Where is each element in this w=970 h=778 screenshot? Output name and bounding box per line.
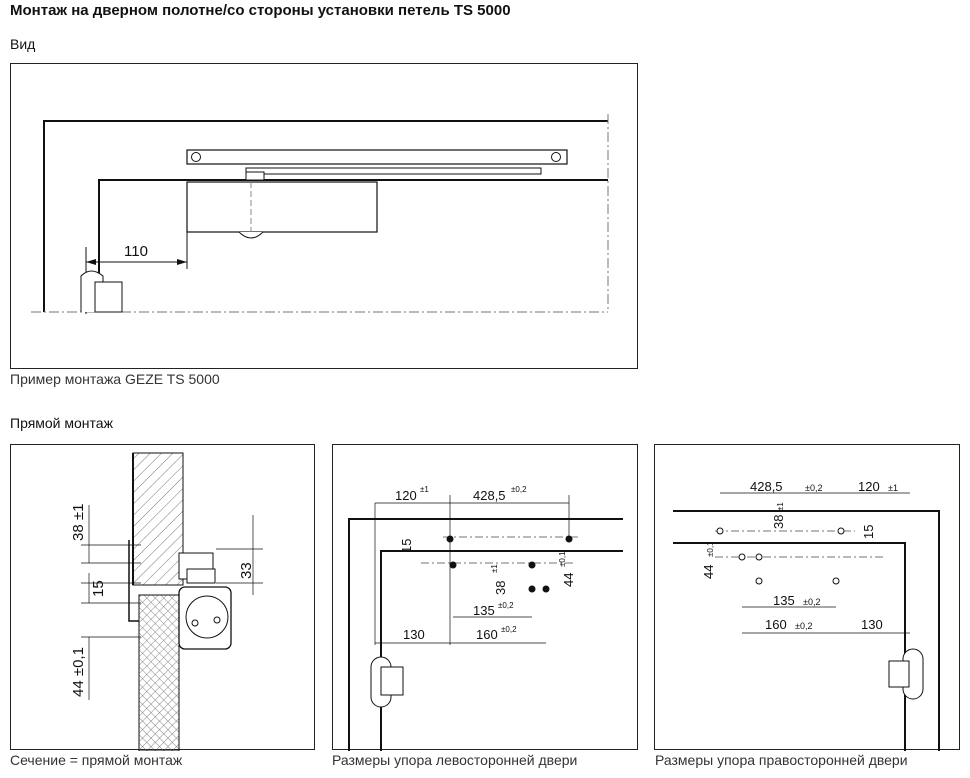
right-dim-15: 15 (861, 525, 876, 539)
door-leaf-section (138, 594, 180, 752)
door-leaf-outline (98, 179, 608, 312)
svg-text:±0,2: ±0,2 (803, 597, 820, 607)
svg-text:±0,1: ±0,1 (558, 551, 567, 567)
svg-text:±1: ±1 (776, 502, 785, 511)
svg-text:±1: ±1 (490, 564, 499, 573)
section-view-label: Вид (10, 36, 36, 52)
arrow-right (177, 259, 187, 265)
right-dim-38: 38 (771, 515, 786, 529)
slide-rail (186, 149, 568, 165)
left-dim-130: 130 (403, 627, 425, 642)
closer-shaft (185, 595, 229, 639)
rail-screw-left (191, 152, 201, 162)
left-dim-160: 160 (476, 627, 498, 642)
rail-screw-right (551, 152, 561, 162)
view-diagram: 110 (31, 114, 609, 314)
wall-section (132, 452, 184, 586)
arm-pivot (245, 171, 265, 181)
left-dim-44: 44 (561, 573, 576, 587)
left-dim-38: 38 (493, 581, 508, 595)
left-holes (446, 535, 573, 593)
caption-left-door: Размеры упора левосторонней двери (332, 752, 578, 768)
right-holes (716, 527, 845, 585)
left-dim-135: 135 (473, 603, 495, 618)
svg-text:±0,2: ±0,2 (795, 621, 812, 631)
left-door-diagram-frame: 120 ±1 428,5 ±0,2 15 38 ±1 44 ±0,1 135 ±… (332, 444, 638, 751)
hinge-leaf (94, 281, 123, 313)
svg-text:±0,2: ±0,2 (511, 485, 527, 494)
svg-text:±0,2: ±0,2 (805, 483, 822, 493)
left-door-diagram: 120 ±1 428,5 ±0,2 15 38 ±1 44 ±0,1 135 ±… (348, 485, 623, 751)
caption-view: Пример монтажа GEZE TS 5000 (10, 371, 220, 387)
dim-15: 15 (90, 580, 107, 597)
dim-38: 38 ±1 (70, 504, 87, 541)
dim-33: 33 (238, 562, 255, 579)
right-door-diagram: 428,5 ±0,2 120 ±1 38 ±1 15 44 ±0,1 135 ±… (673, 479, 940, 751)
right-dim-44: 44 (701, 565, 716, 579)
closer-body (186, 181, 378, 233)
dim-110: 110 (124, 243, 148, 260)
right-dim-160: 160 (765, 617, 787, 632)
page-title: Монтаж на дверном полотне/со стороны уст… (10, 2, 511, 19)
section-diagram: 38 ±1 15 44 ±0,1 33 (70, 452, 263, 752)
right-dim-130: 130 (861, 617, 883, 632)
svg-text:±0,2: ±0,2 (498, 601, 514, 610)
view-diagram-frame: 110 (10, 63, 638, 369)
left-dim-120: 120 (395, 488, 417, 503)
section-diagram-frame: 38 ±1 15 44 ±0,1 33 (10, 444, 315, 752)
frame-profile (128, 540, 139, 622)
svg-text:±0,2: ±0,2 (501, 625, 517, 634)
right-dim-135: 135 (773, 593, 795, 608)
right-door-diagram-frame: 428,5 ±0,2 120 ±1 38 ±1 15 44 ±0,1 135 ±… (654, 444, 960, 751)
right-dim-120: 120 (858, 479, 880, 494)
svg-text:±1: ±1 (888, 483, 898, 493)
left-dim-428: 428,5 (473, 488, 506, 503)
door-frame-outline (43, 120, 608, 312)
caption-section: Сечение = прямой монтаж (10, 752, 183, 768)
svg-text:±1: ±1 (420, 485, 429, 494)
section-direct-label: Прямой монтаж (10, 415, 113, 431)
closer-pinion (238, 231, 264, 239)
caption-right-door: Размеры упора правосторонней двери (655, 752, 908, 768)
right-frame-line (673, 510, 940, 751)
svg-text:±0,1: ±0,1 (706, 541, 715, 557)
closer-arm (245, 167, 542, 175)
arrow-left (86, 259, 96, 265)
left-dim-15: 15 (399, 539, 414, 553)
arm-section (186, 568, 216, 584)
right-dim-428: 428,5 (750, 479, 783, 494)
left-frame-line (348, 518, 623, 751)
dim-44: 44 ±0,1 (70, 647, 87, 697)
